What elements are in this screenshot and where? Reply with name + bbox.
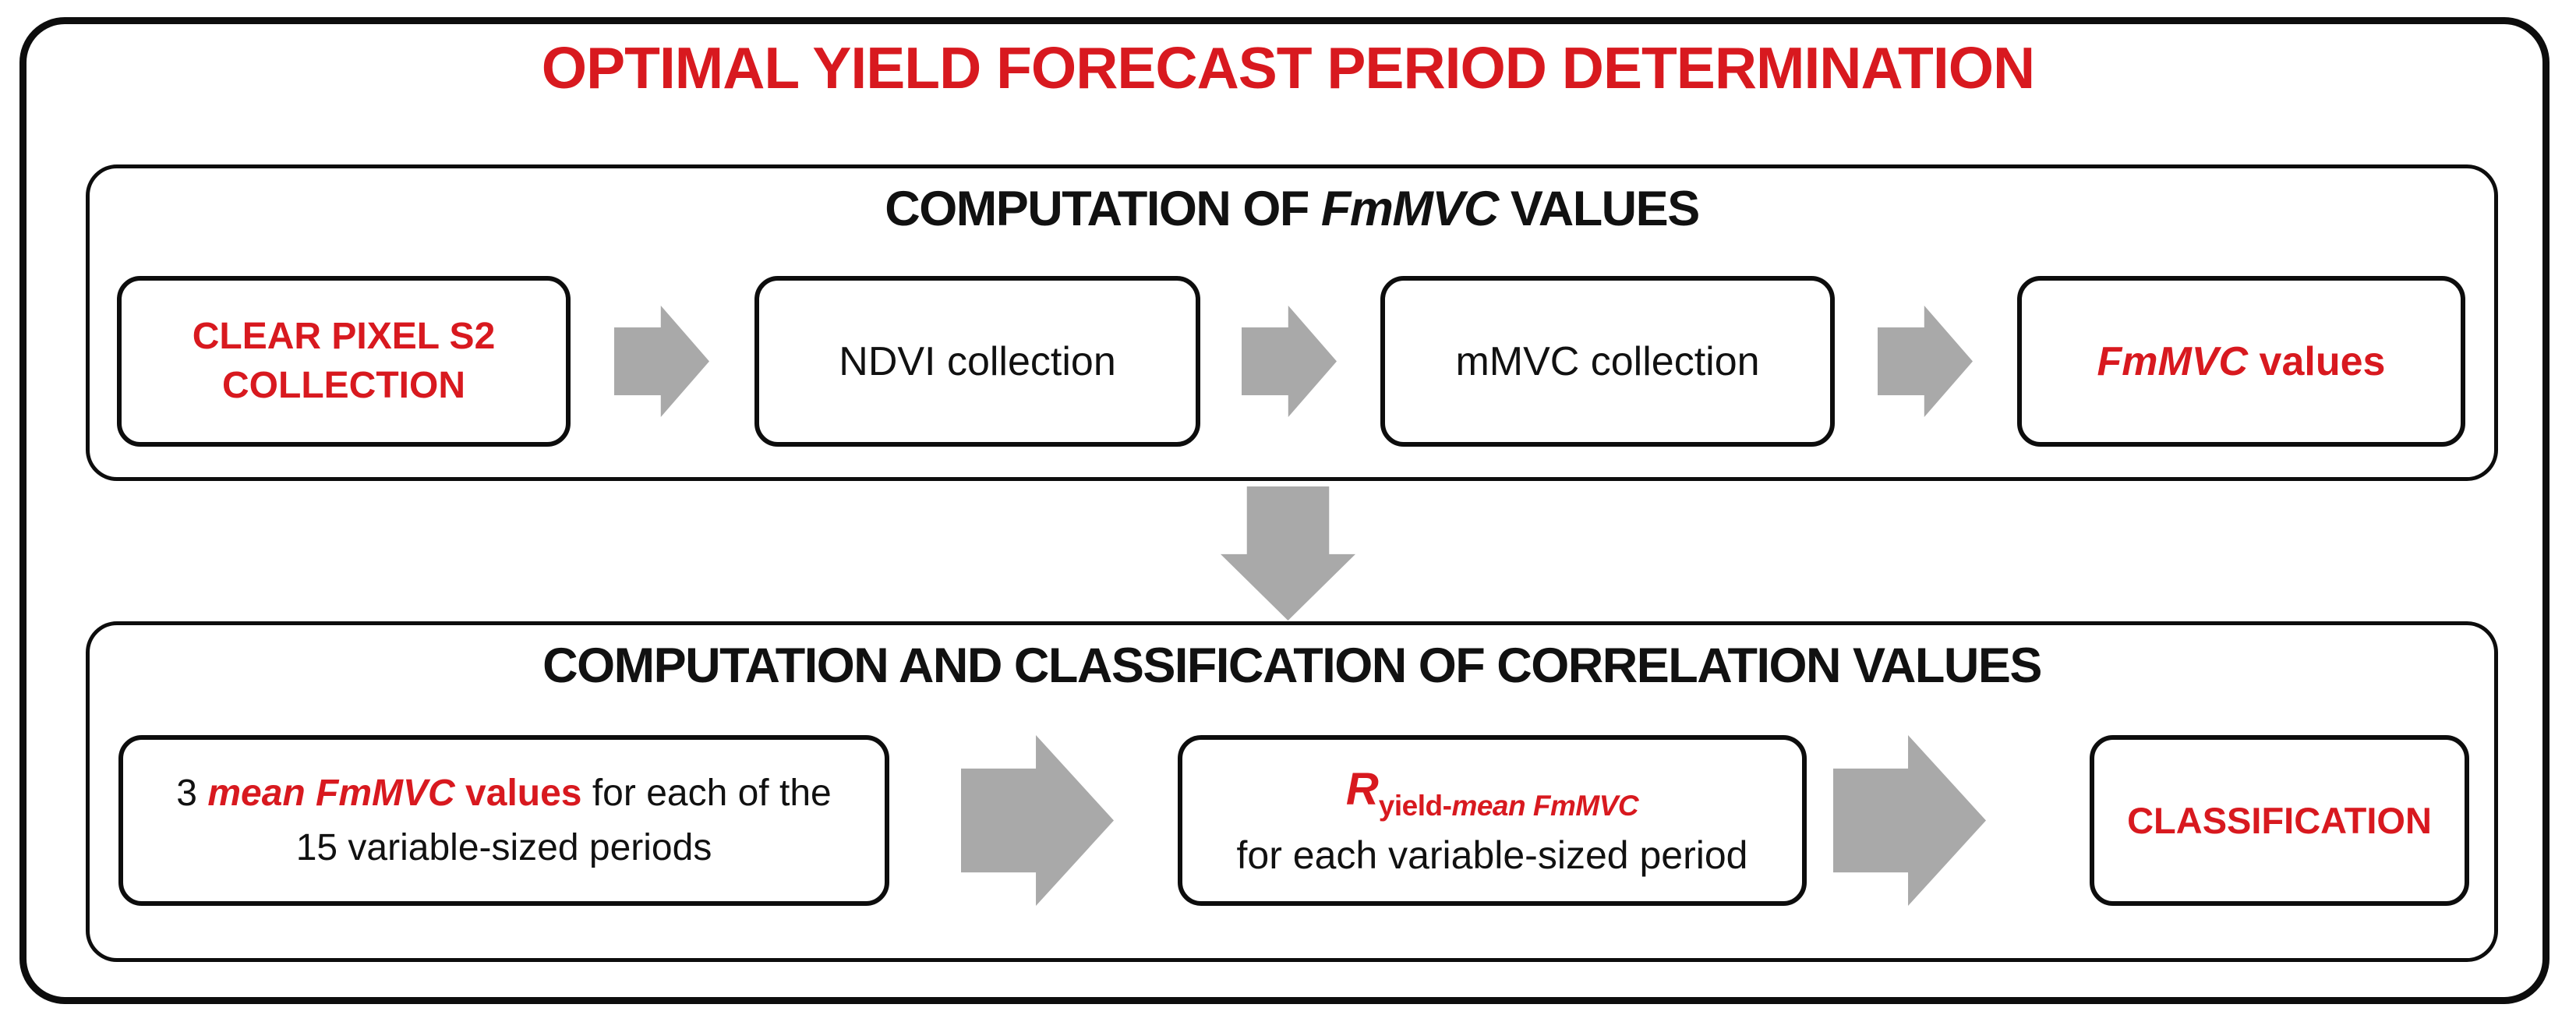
r-correlation-caption: for each variable-sized period [1236,833,1748,877]
box-mmvc-collection: mMVC collection [1380,276,1835,447]
box-mean-fmmvc-values: 3 mean FmMVC values for each of the 15 va… [118,735,889,906]
r-correlation-formula: Ryield-mean FmMVC [1345,760,1639,825]
mean-fmmvc-line2: 15 variable-sized periods [295,826,712,868]
box-mean-fmmvc-values-text: 3 mean FmMVC values for each of the 15 va… [176,766,831,875]
r-subscript-upright: yield- [1378,790,1452,822]
section1-header-post: VALUES [1497,182,1700,236]
section1-header-pre: COMPUTATION OF [885,182,1321,236]
section1-header-fmmvc: FmMVC [1320,182,1500,236]
box-ndvi-collection: NDVI collection [754,276,1200,447]
section1-header: COMPUTATION OF FmMVC VALUES [90,168,2494,237]
box-fmmvc-values-label: FmMVC values [2097,338,2386,385]
box-ndvi-collection-label: NDVI collection [839,338,1116,384]
box-classification: CLASSIFICATION [2090,735,2469,906]
mean-fmmvc-values-word: values [454,772,582,814]
mean-fmmvc-italic: mean FmMVC [207,772,455,814]
box-r-yield-mean-fmmvc: Ryield-mean FmMVC for each variable-size… [1178,735,1807,906]
r-subscript-italic: mean FmMVC [1451,790,1639,822]
box-clear-pixel-s2-collection: CLEAR PIXEL S2 COLLECTION [117,276,571,447]
fmmvc-rest: values [2248,338,2386,384]
box-mmvc-collection-label: mMVC collection [1455,338,1760,384]
mean-fmmvc-line1-rest: for each of the [581,772,832,814]
box-fmmvc-values: FmMVC values [2017,276,2465,447]
diagram-title: OPTIMAL YIELD FORECAST PERIOD DETERMINAT… [541,35,2035,101]
fmmvc-italic: FmMVC [2097,338,2249,384]
r-symbol: R [1345,764,1379,815]
section2-header: COMPUTATION AND CLASSIFICATION OF CORREL… [542,638,2042,693]
box-classification-label: CLASSIFICATION [2127,800,2432,841]
mean-fmmvc-prefix: 3 [176,772,208,814]
box-clear-pixel-s2-collection-label: CLEAR PIXEL S2 COLLECTION [192,316,506,406]
